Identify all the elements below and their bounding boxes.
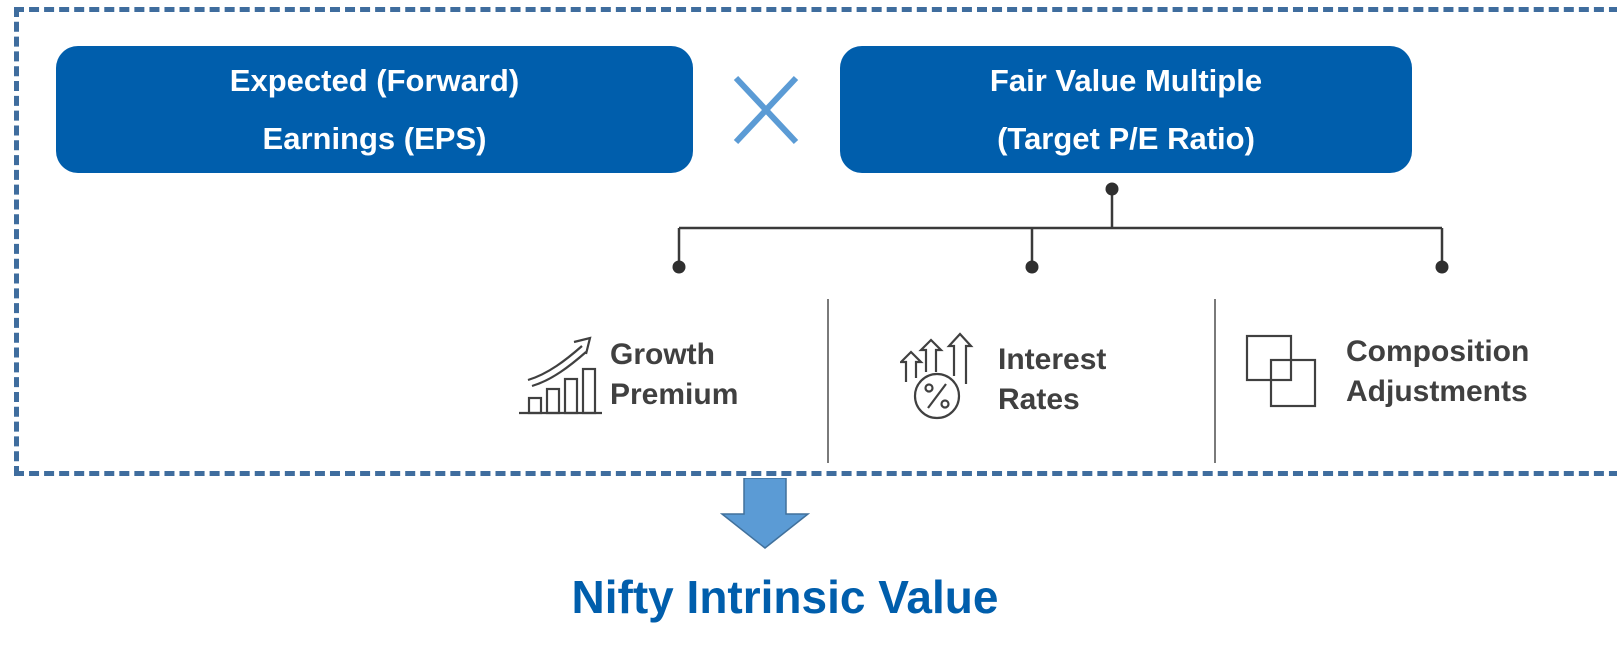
expected-earnings-box: Expected (Forward) Earnings (EPS) [56, 46, 693, 173]
expected-earnings-line1: Expected (Forward) [229, 62, 520, 98]
expected-earnings-line2: Earnings (EPS) [262, 120, 487, 156]
factor-line2: Rates [998, 383, 1080, 416]
fair-value-line1: Fair Value Multiple [989, 62, 1263, 98]
factor-line2: Premium [610, 378, 739, 411]
factor-divider [1214, 299, 1216, 463]
overlapping-squares-icon [1245, 334, 1317, 408]
model-frame [14, 7, 1617, 476]
growth-chart-icon [519, 336, 602, 415]
multiply-icon [733, 75, 799, 145]
factor-line1: Composition [1346, 335, 1530, 368]
factor-line1: Interest [998, 343, 1107, 376]
factor-line2: Adjustments [1346, 375, 1528, 408]
result-label: Nifty Intrinsic Value [571, 571, 999, 623]
factor-composition-adjustments: Composition Adjustments [1244, 332, 1529, 412]
factor-growth-premium: Growth Premium [518, 334, 738, 416]
down-arrow-icon [720, 478, 810, 549]
factor-interest-rates: Interest Rates [900, 332, 1106, 422]
fair-value-multiple-box: Fair Value Multiple (Target P/E Ratio) [840, 46, 1412, 173]
fair-value-line2: (Target P/E Ratio) [997, 120, 1255, 156]
factor-divider [827, 299, 829, 463]
factor-line1: Growth [610, 338, 715, 371]
interest-percent-icon [900, 332, 974, 420]
